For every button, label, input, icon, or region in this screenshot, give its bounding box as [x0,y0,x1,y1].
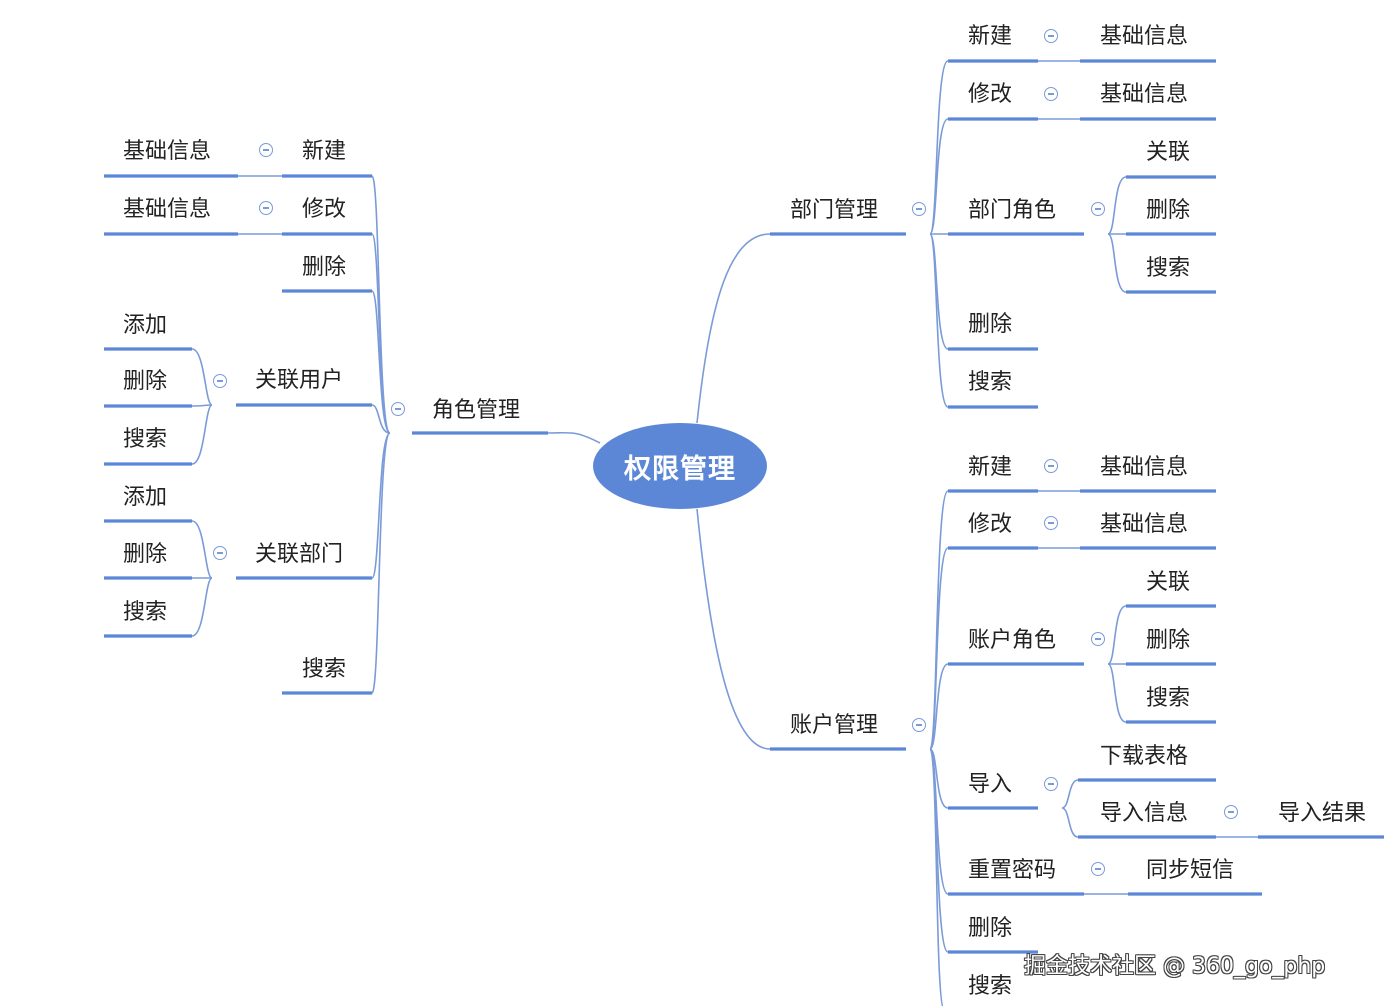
node-account-roles[interactable]: 账户角色 [968,628,1057,653]
node-users-search[interactable]: 搜索 [123,427,168,452]
root-node-label: 权限管理 [624,453,736,485]
collapse-role-edit-icon[interactable] [259,201,273,215]
root-node[interactable]: 权限管理 [593,423,767,509]
node-dept-roles-search[interactable]: 搜索 [1146,256,1191,281]
node-account-roles-delete[interactable]: 删除 [1146,628,1191,653]
node-account-import[interactable]: 导入 [968,772,1013,797]
node-dept-roles-link[interactable]: 关联 [1146,140,1191,165]
node-dept-edit[interactable]: 修改 [968,82,1013,107]
collapse-dept-create-icon[interactable] [1044,29,1058,43]
node-underlines [104,59,1384,954]
collapse-account-roles-icon[interactable] [1091,632,1105,646]
collapse-account-create-icon[interactable] [1044,459,1058,473]
node-account-edit-info[interactable]: 基础信息 [1100,512,1189,537]
node-import-result[interactable]: 导入结果 [1278,801,1367,826]
node-role-link-depts[interactable]: 关联部门 [255,542,344,567]
node-dept-edit-info[interactable]: 基础信息 [1100,82,1189,107]
node-account-management[interactable]: 账户管理 [790,713,879,738]
node-account-edit[interactable]: 修改 [968,512,1013,537]
node-depts-add[interactable]: 添加 [123,485,168,510]
collapse-dept-roles-icon[interactable] [1091,202,1105,216]
node-role-edit[interactable]: 修改 [302,197,347,222]
node-account-delete[interactable]: 删除 [968,916,1013,941]
connector-curves [191,60,1258,1006]
node-role-edit-info[interactable]: 基础信息 [123,197,212,222]
node-dept-delete[interactable]: 删除 [968,312,1013,337]
node-import-info[interactable]: 导入信息 [1100,801,1189,826]
node-account-create-info[interactable]: 基础信息 [1100,455,1189,480]
watermark-text: 掘金技术社区 @ 360_go_php [1024,954,1326,979]
collapse-account-management-icon[interactable] [912,718,926,732]
node-role-create-info[interactable]: 基础信息 [123,139,212,164]
node-dept-management[interactable]: 部门管理 [790,198,879,223]
node-dept-create[interactable]: 新建 [968,24,1013,49]
node-account-roles-link[interactable]: 关联 [1146,570,1191,595]
node-import-template[interactable]: 下载表格 [1100,744,1189,769]
node-account-search[interactable]: 搜索 [968,974,1013,999]
node-dept-roles-delete[interactable]: 删除 [1146,198,1191,223]
collapse-import-info-icon[interactable] [1224,805,1238,819]
node-account-create[interactable]: 新建 [968,455,1013,480]
node-dept-roles[interactable]: 部门角色 [968,198,1057,223]
node-depts-delete[interactable]: 删除 [123,542,168,567]
node-role-create[interactable]: 新建 [302,139,347,164]
node-role-link-users[interactable]: 关联用户 [255,368,344,393]
collapse-account-edit-icon[interactable] [1044,516,1058,530]
node-account-reset-password[interactable]: 重置密码 [968,858,1057,883]
node-reset-sms[interactable]: 同步短信 [1146,858,1235,883]
collapse-role-management-icon[interactable] [391,402,405,416]
node-role-management[interactable]: 角色管理 [432,398,521,423]
collapse-role-create-icon[interactable] [259,143,273,157]
collapse-dept-management-icon[interactable] [912,202,926,216]
node-users-add[interactable]: 添加 [123,313,168,338]
node-dept-create-info[interactable]: 基础信息 [1100,24,1189,49]
collapse-reset-password-icon[interactable] [1091,862,1105,876]
collapse-dept-edit-icon[interactable] [1044,87,1058,101]
node-role-delete[interactable]: 删除 [302,255,347,280]
collapse-link-users-icon[interactable] [213,374,227,388]
collapse-link-depts-icon[interactable] [213,546,227,560]
node-users-delete[interactable]: 删除 [123,369,168,394]
collapse-account-import-icon[interactable] [1044,777,1058,791]
node-account-roles-search[interactable]: 搜索 [1146,686,1191,711]
node-depts-search[interactable]: 搜索 [123,600,168,625]
node-dept-search[interactable]: 搜索 [968,370,1013,395]
node-role-search[interactable]: 搜索 [302,657,347,682]
